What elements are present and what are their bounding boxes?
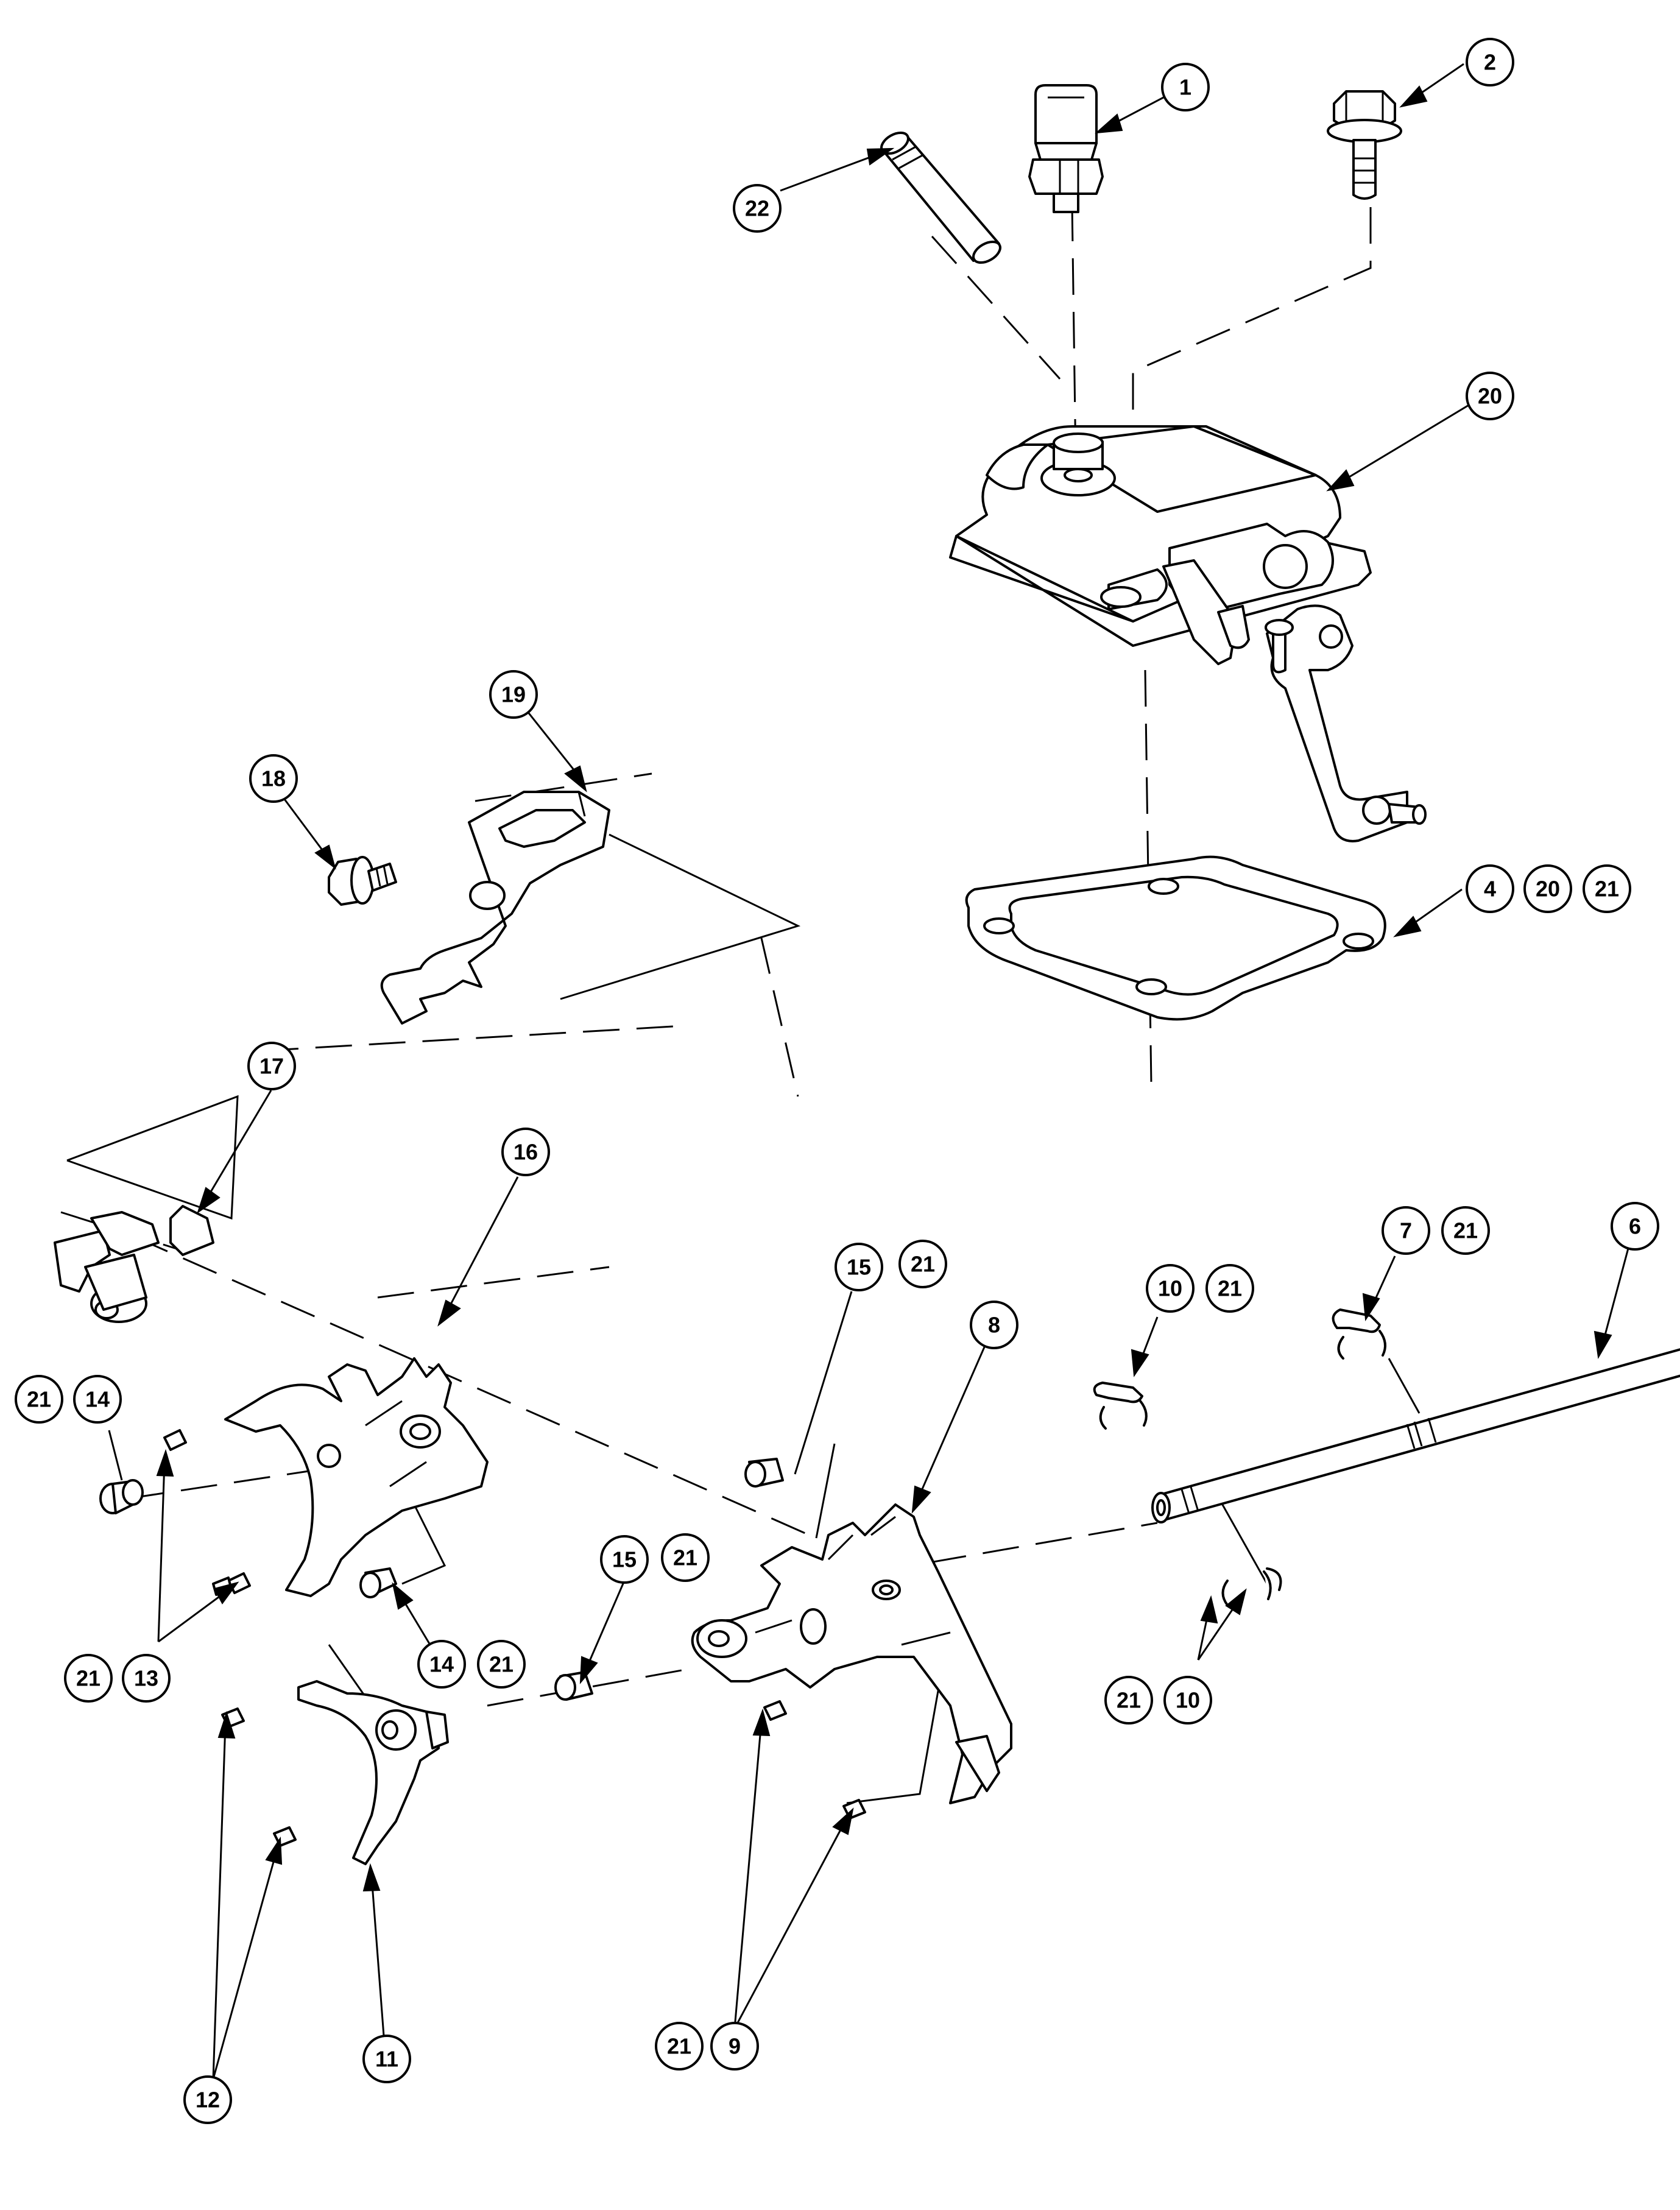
callout-label: 17 <box>259 1054 284 1079</box>
callout-label: 21 <box>667 2034 691 2059</box>
callout-label: 21 <box>1218 1276 1242 1301</box>
pin-14-lower <box>359 1567 397 1598</box>
callout-label: 21 <box>1117 1688 1141 1713</box>
callout-label: 14 <box>429 1652 454 1677</box>
callout-label: 12 <box>196 2088 220 2113</box>
callout-17: 17 <box>247 1042 296 1090</box>
callout-label: 8 <box>988 1313 1000 1338</box>
callout-13-21: 21 <box>64 1654 113 1703</box>
callout-label: 18 <box>261 766 286 791</box>
pads-13 <box>163 1429 251 1596</box>
callout-label: 10 <box>1158 1276 1182 1301</box>
pads-12 <box>221 1707 297 1847</box>
shift-cover-20 <box>949 425 1427 842</box>
callout-label: 21 <box>76 1666 101 1691</box>
callout-label: 16 <box>514 1140 538 1165</box>
callout-label: 21 <box>673 1545 697 1570</box>
callout-label: 11 <box>375 2047 398 2072</box>
bracket-19 <box>380 791 610 1025</box>
callout-label: 1 <box>1179 75 1191 100</box>
callout-label: 7 <box>1400 1218 1412 1243</box>
callout-6: 6 <box>1611 1202 1659 1251</box>
callout-14-upper-21: 21 <box>15 1375 63 1424</box>
callout-label: 21 <box>1453 1218 1478 1243</box>
callout-label: 20 <box>1478 384 1502 409</box>
callout-label: 21 <box>27 1387 51 1412</box>
callout-10-upper: 10 <box>1146 1264 1195 1313</box>
callout-9-21: 21 <box>655 2022 704 2071</box>
callout-11: 11 <box>362 2035 411 2083</box>
callout-label: 19 <box>501 682 526 707</box>
callout-label: 14 <box>85 1387 110 1412</box>
callout-label: 10 <box>1176 1688 1200 1713</box>
callout-15-upper-21: 21 <box>898 1240 947 1288</box>
callout-label: 6 <box>1629 1214 1641 1239</box>
pads-9 <box>763 1700 866 1820</box>
callout-14-upper: 14 <box>73 1375 122 1424</box>
callout-10-lower-21: 21 <box>1104 1676 1153 1725</box>
callout-label: 9 <box>729 2034 741 2059</box>
callout-15-upper: 15 <box>835 1243 883 1291</box>
callout-label: 22 <box>745 196 769 221</box>
callout-label: 15 <box>612 1547 637 1572</box>
callout-20: 20 <box>1466 372 1514 420</box>
callout-label: 2 <box>1484 50 1496 75</box>
callout-1: 1 <box>1161 63 1210 111</box>
leader-lines <box>108 63 1636 2080</box>
pin-15-upper <box>744 1458 784 1488</box>
callout-13: 13 <box>122 1654 171 1703</box>
e-clip-10-upper <box>1093 1382 1148 1430</box>
bolt-18 <box>328 856 397 906</box>
callout-label: 20 <box>1536 877 1560 902</box>
callout-label: 21 <box>911 1252 935 1277</box>
shift-fork-11 <box>297 1680 449 1865</box>
shift-fork-16 <box>224 1357 489 1597</box>
callout-9: 9 <box>710 2022 759 2071</box>
bolt-2 <box>1327 90 1402 200</box>
callout-16: 16 <box>501 1128 550 1176</box>
pin-15-lower <box>554 1671 593 1701</box>
callout-14-lower: 14 <box>417 1640 466 1689</box>
callout-7-21: 21 <box>1441 1206 1490 1255</box>
callout-15-lower: 15 <box>600 1535 649 1584</box>
callout-4-21: 21 <box>1583 864 1631 913</box>
shift-lever-8 <box>691 1503 1012 1804</box>
callout-4: 4 <box>1466 864 1514 913</box>
callout-12: 12 <box>183 2075 232 2124</box>
callout-18: 18 <box>249 754 298 803</box>
callout-8: 8 <box>970 1301 1018 1349</box>
callout-4-20: 20 <box>1523 864 1572 913</box>
gasket-4 <box>965 855 1386 1021</box>
callout-label: 21 <box>1595 877 1619 902</box>
callout-label: 4 <box>1484 877 1496 902</box>
clip-17 <box>54 1205 214 1323</box>
e-clip-10-lower <box>1221 1567 1282 1606</box>
callout-10-upper-21: 21 <box>1205 1264 1254 1313</box>
e-clip-7 <box>1332 1308 1386 1360</box>
callout-label: 15 <box>847 1255 871 1280</box>
shift-rail-6 <box>1151 1348 1680 1523</box>
callout-22: 22 <box>733 184 782 233</box>
callout-7: 7 <box>1382 1206 1430 1255</box>
callout-19: 19 <box>489 670 538 719</box>
sensor-1 <box>1028 84 1104 213</box>
callout-14-lower-21: 21 <box>477 1640 526 1689</box>
callout-label: 21 <box>489 1652 514 1677</box>
pin-14-upper <box>99 1479 144 1514</box>
callout-label: 13 <box>134 1666 158 1691</box>
callout-10-lower: 10 <box>1163 1676 1212 1725</box>
callout-15-lower-21: 21 <box>661 1533 710 1582</box>
callout-2: 2 <box>1466 38 1514 86</box>
